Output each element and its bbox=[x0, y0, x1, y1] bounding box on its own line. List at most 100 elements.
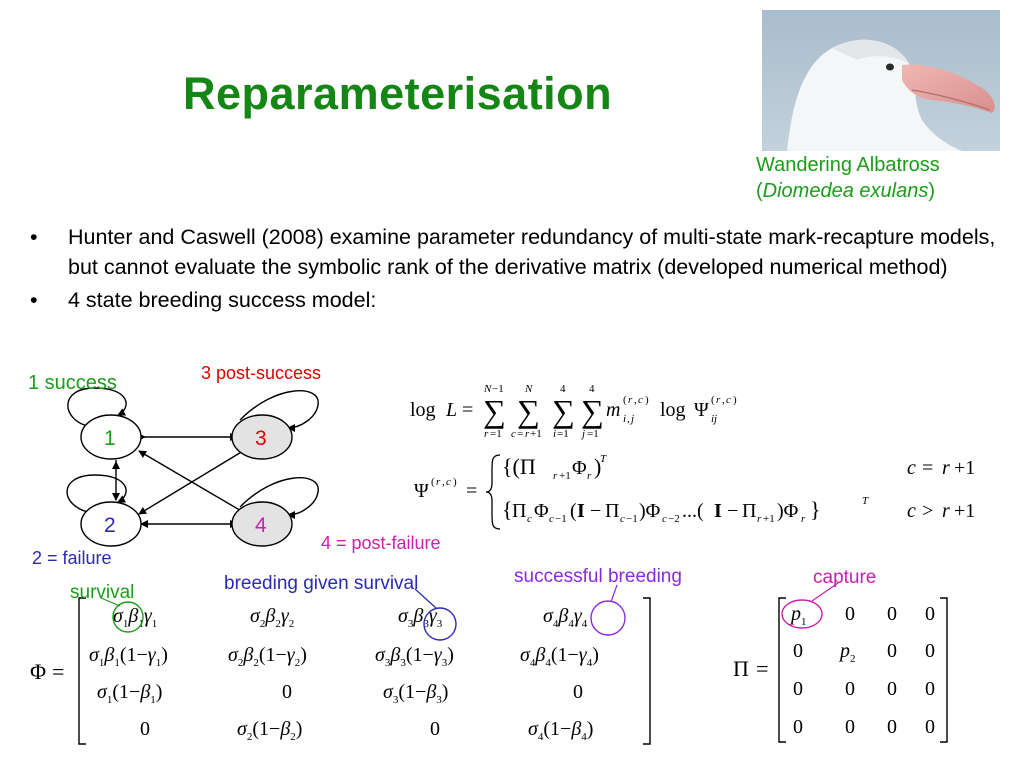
svg-text:): ) bbox=[733, 394, 737, 406]
svg-text:...(: ...( bbox=[682, 500, 704, 522]
svg-text:c: c bbox=[638, 394, 643, 406]
svg-text:−: − bbox=[590, 500, 601, 522]
svg-text:0: 0 bbox=[573, 681, 583, 703]
svg-text:Ψ: Ψ bbox=[694, 399, 709, 421]
bullet-item: 4 state breeding success model: bbox=[30, 285, 1005, 315]
svg-text:,: , bbox=[634, 394, 637, 406]
svg-text:c: c bbox=[907, 500, 916, 522]
caption-common-name: Wandering Albatross bbox=[756, 154, 940, 176]
edge-4-1 bbox=[138, 450, 244, 513]
self-loop-2 bbox=[66, 474, 127, 513]
svg-text:N: N bbox=[524, 383, 533, 395]
bullet-item: Hunter and Caswell (2008) examine parame… bbox=[30, 222, 1005, 282]
svg-text:Π: Π bbox=[733, 656, 749, 681]
svg-text:=: = bbox=[756, 656, 768, 681]
svg-text:p2: p2 bbox=[838, 640, 856, 665]
svg-text:>: > bbox=[922, 500, 933, 522]
svg-text:=1: =1 bbox=[587, 428, 599, 440]
state-node-3 bbox=[231, 414, 293, 460]
svg-text:σ1β1γ1: σ1β1γ1 bbox=[113, 605, 157, 630]
phi-matrix: Φ= σ1β1γ1 σ2β2γ2 σ3β3γ3 σ4β4γ4 σ1β1(1−γ1… bbox=[30, 597, 651, 745]
svg-text:r: r bbox=[553, 470, 558, 482]
svg-text:+1: +1 bbox=[763, 513, 775, 525]
svg-text:c: c bbox=[511, 428, 516, 440]
svg-text:,: , bbox=[722, 394, 725, 406]
state-node-4 bbox=[231, 501, 293, 547]
svg-text:σ1(1−β1): σ1(1−β1) bbox=[97, 681, 162, 706]
svg-text:(: ( bbox=[623, 394, 627, 406]
svg-text:σ4β4(1−γ4): σ4β4(1−γ4) bbox=[520, 644, 599, 669]
svg-text:+1: +1 bbox=[559, 470, 571, 482]
svg-text:Φ: Φ bbox=[572, 457, 587, 479]
svg-text:σ3β3γ3: σ3β3γ3 bbox=[398, 605, 443, 630]
svg-text:Φ: Φ bbox=[534, 500, 549, 522]
svg-text:∑: ∑ bbox=[581, 393, 604, 429]
svg-text:): ) bbox=[594, 454, 601, 479]
node-label-2: 2 bbox=[104, 514, 116, 537]
svg-text:j: j bbox=[629, 413, 634, 425]
svg-text:): ) bbox=[645, 394, 649, 406]
svg-text:r: r bbox=[628, 394, 633, 406]
svg-text:=1: =1 bbox=[490, 428, 502, 440]
self-loop-1 bbox=[67, 387, 127, 427]
svg-text:σ2(1−β2): σ2(1−β2) bbox=[237, 718, 302, 743]
node-label-4: 4 bbox=[255, 514, 267, 537]
svg-text:σ2β2(1−γ2): σ2β2(1−γ2) bbox=[228, 644, 307, 669]
svg-text:m: m bbox=[606, 399, 620, 421]
caption-paren-close: ) bbox=[928, 180, 935, 202]
svg-text:0: 0 bbox=[887, 716, 897, 738]
svg-text:0: 0 bbox=[430, 718, 440, 740]
svg-text:0: 0 bbox=[793, 716, 803, 738]
svg-text:=: = bbox=[517, 428, 523, 440]
node-label-1: 1 bbox=[104, 427, 116, 450]
annotation-breeding: breeding given survival bbox=[224, 573, 418, 594]
annotation-successful: successful breeding bbox=[514, 566, 682, 587]
state-node-1 bbox=[80, 414, 142, 460]
svg-text:r: r bbox=[525, 428, 530, 440]
annotation-capture: capture bbox=[813, 567, 876, 588]
svg-text:0: 0 bbox=[845, 603, 855, 625]
svg-text:I: I bbox=[714, 500, 722, 522]
page-title: Reparameterisation bbox=[183, 68, 613, 119]
svg-text:Π: Π bbox=[742, 500, 756, 522]
svg-text:r: r bbox=[484, 428, 489, 440]
svg-text:j: j bbox=[580, 428, 585, 440]
caption-species-line: (Diomedea exulans) bbox=[756, 178, 940, 204]
svg-text:σ4β4γ4: σ4β4γ4 bbox=[543, 605, 588, 630]
node-label-3: 3 bbox=[255, 427, 267, 450]
svg-text:∑: ∑ bbox=[552, 393, 575, 429]
state-node-2 bbox=[80, 501, 142, 547]
svg-text:4: 4 bbox=[560, 383, 566, 395]
svg-text:I: I bbox=[577, 500, 585, 522]
svg-text:−2: −2 bbox=[668, 513, 680, 525]
svg-text:−1: −1 bbox=[626, 513, 638, 525]
svg-text:σ4(1−β4): σ4(1−β4) bbox=[528, 718, 593, 743]
svg-text:i: i bbox=[553, 428, 556, 440]
svg-text:+1: +1 bbox=[954, 457, 975, 479]
svg-text:Π: Π bbox=[512, 500, 526, 522]
label-post-success: 3 post-success bbox=[201, 363, 321, 383]
svg-text:0: 0 bbox=[140, 718, 150, 740]
svg-text:(: ( bbox=[570, 500, 577, 522]
svg-text:r: r bbox=[942, 457, 950, 479]
svg-text:+1: +1 bbox=[954, 500, 975, 522]
bullet-list: Hunter and Caswell (2008) examine parame… bbox=[30, 222, 1005, 318]
photo-caption: Wandering Albatross (Diomedea exulans) bbox=[756, 152, 940, 204]
svg-text:r: r bbox=[757, 513, 762, 525]
svg-text:σ3β3(1−γ3): σ3β3(1−γ3) bbox=[375, 644, 454, 669]
svg-text:i: i bbox=[623, 413, 626, 425]
svg-text:0: 0 bbox=[793, 640, 803, 662]
svg-text:}: } bbox=[810, 497, 821, 522]
svg-text:0: 0 bbox=[282, 681, 292, 703]
state-diagram: 1 3 2 4 1 success 3 post-success 2 = fai… bbox=[28, 363, 441, 568]
annotation-survival: survival bbox=[70, 582, 134, 603]
svg-text:−1: −1 bbox=[492, 383, 504, 395]
svg-text:N: N bbox=[483, 383, 492, 395]
self-loop-4 bbox=[239, 477, 319, 519]
svg-text:σ2β2γ2: σ2β2γ2 bbox=[250, 605, 294, 630]
svg-text:σ1β1(1−γ1): σ1β1(1−γ1) bbox=[89, 644, 168, 669]
edge-3-2 bbox=[138, 450, 244, 515]
caption-species: Diomedea exulans bbox=[762, 180, 929, 202]
